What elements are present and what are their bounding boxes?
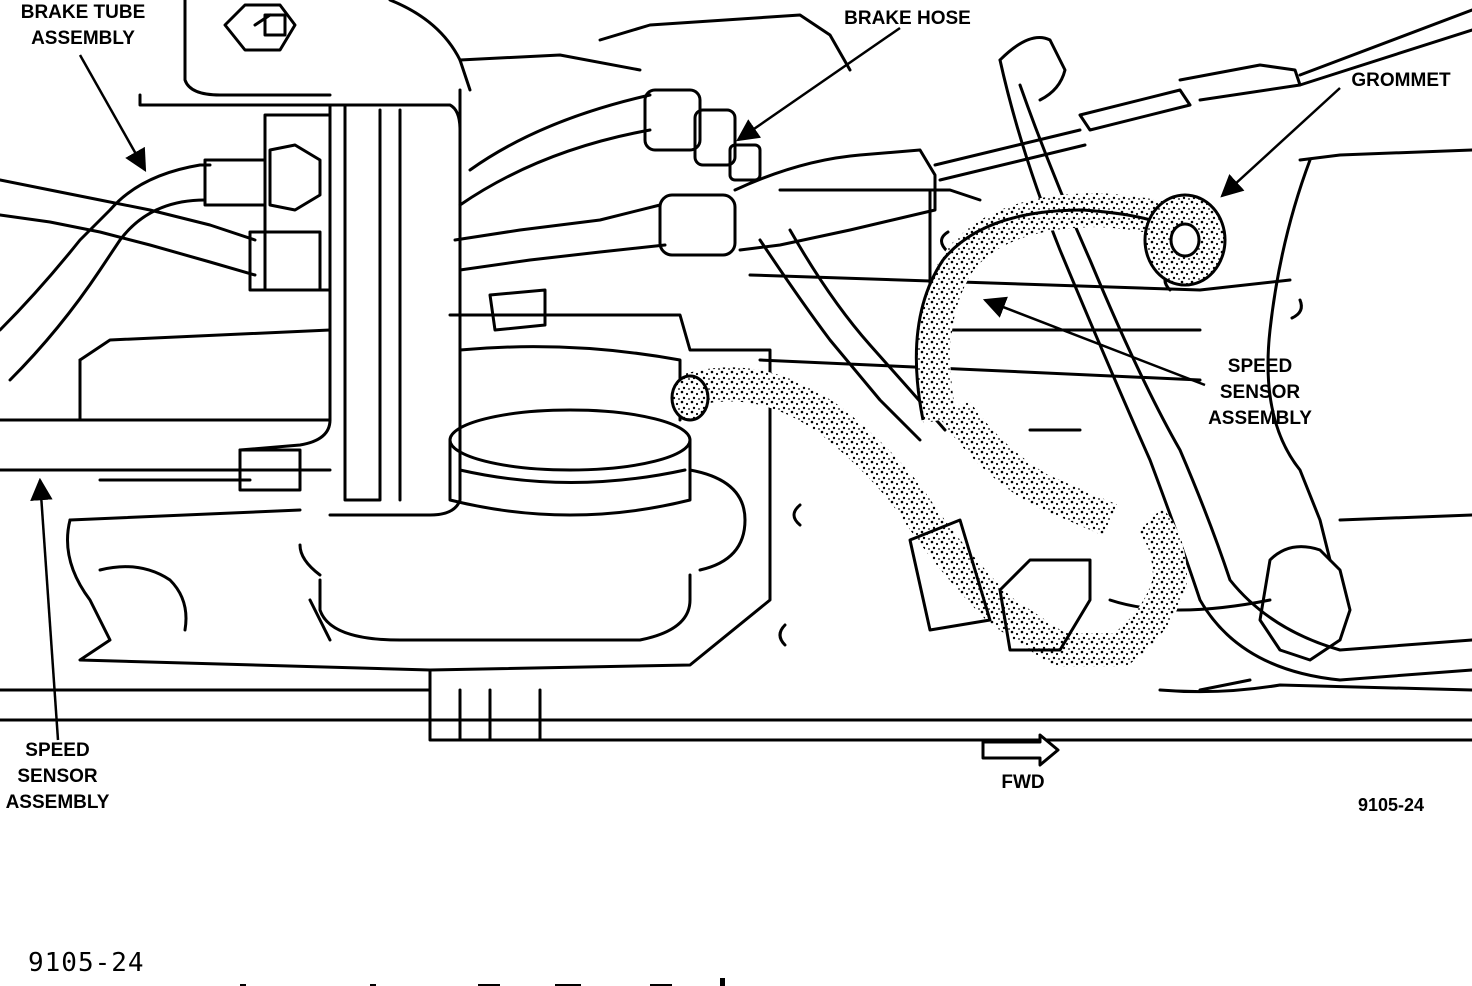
leader-lines: [30, 26, 1341, 741]
figure-code: 9105-24: [1358, 795, 1425, 815]
label-grommet: GROMMET: [1351, 70, 1451, 91]
label-brake-hose: BRAKE HOSE: [844, 8, 971, 29]
bolt-heads: [223, 3, 547, 492]
brake-tube: [0, 158, 667, 382]
label-brake-tube-assembly: BRAKE TUBE ASSEMBLY: [20, 2, 146, 49]
label-speed-sensor-assembly-right: SPEED SENSOR ASSEMBLY: [1208, 356, 1312, 429]
caption-code: 9105-24: [28, 948, 145, 978]
forward-arrow-icon: [981, 733, 1060, 767]
scan-marks: [240, 978, 725, 986]
label-fwd: FWD: [1001, 772, 1045, 793]
caliper-housing: [66, 313, 772, 692]
brake-hose: [458, 8, 1472, 442]
speed-sensor-cable: [670, 193, 1227, 667]
label-speed-sensor-assembly-left: SPEED SENSOR ASSEMBLY: [5, 740, 110, 813]
vehicle-frame: [0, 0, 1472, 742]
